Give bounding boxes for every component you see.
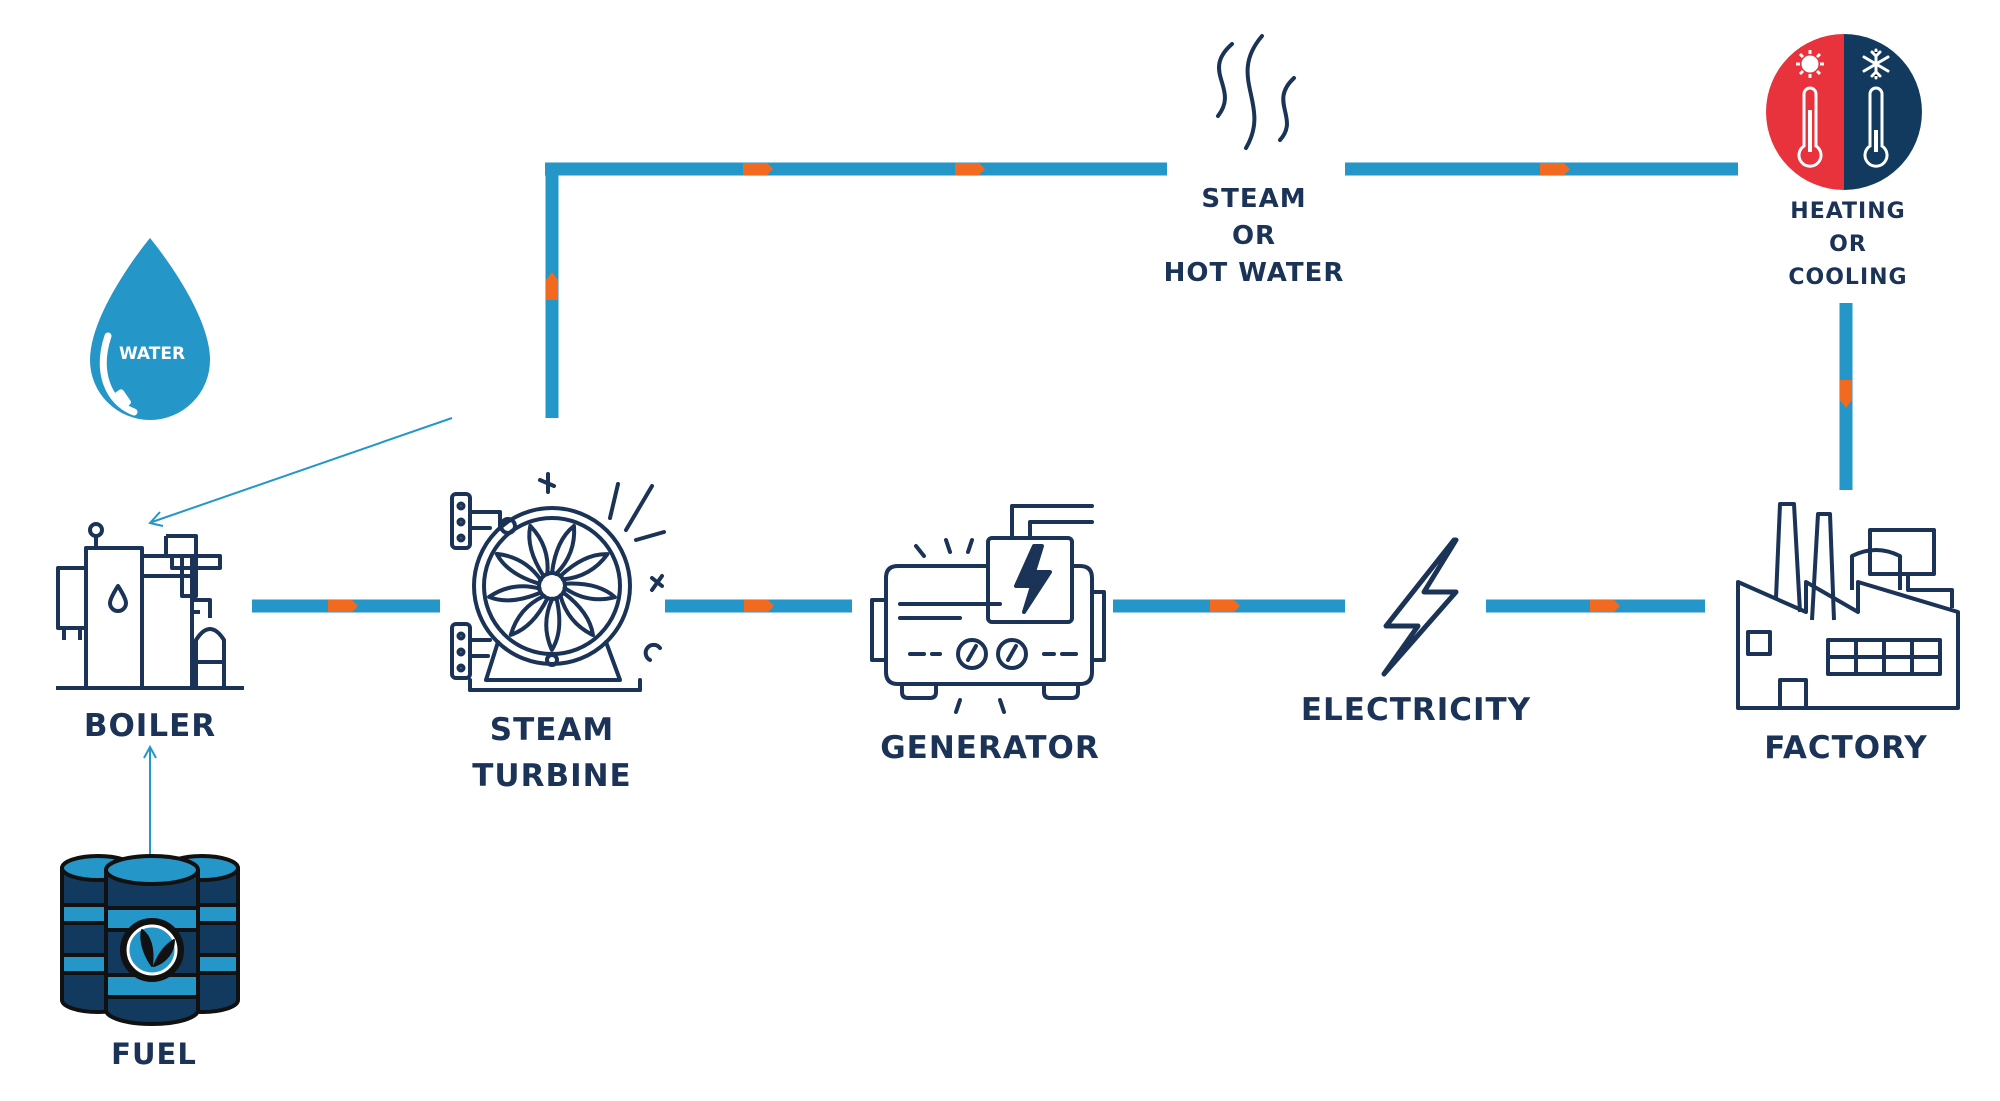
flow-arrow — [328, 600, 358, 612]
fuel-barrels-icon — [60, 854, 240, 1026]
snowflake-icon — [1862, 48, 1890, 80]
water-drop-icon: WATER — [90, 238, 210, 420]
flow-arrow — [955, 163, 985, 175]
sun-icon — [1796, 50, 1824, 78]
flow-arrow — [1590, 600, 1620, 612]
boiler-label: BOILER — [84, 708, 216, 744]
steam-waves-icon — [1216, 34, 1296, 150]
steam-turbine-label-line1: STEAM — [490, 712, 615, 748]
supply-arrows — [143, 417, 453, 855]
heating-or-cooling-line1: HEATING — [1790, 199, 1905, 224]
steam-turbine-icon — [450, 472, 666, 692]
flow-arrow — [1210, 600, 1240, 612]
heating-or-cooling-line2: OR — [1829, 232, 1867, 257]
boiler-icon — [56, 522, 244, 690]
water-label: WATER — [119, 344, 185, 364]
heating-cooling-icon — [1766, 34, 1922, 190]
factory-icon — [1736, 502, 1960, 710]
steam-or-hot-water-line1: STEAM — [1201, 184, 1306, 214]
steam-turbine-label-line2: TURBINE — [472, 758, 631, 794]
generator-label: GENERATOR — [880, 730, 1100, 766]
flow-arrow — [1840, 380, 1852, 408]
fuel-label: FUEL — [111, 1037, 197, 1071]
heating-or-cooling-line3: COOLING — [1788, 265, 1907, 290]
flow-markers — [328, 163, 1852, 612]
steam-or-hot-water-line3: HOT WATER — [1164, 258, 1345, 288]
steam-or-hot-water-line2: OR — [1232, 221, 1276, 251]
thermometer-cold-icon — [1863, 86, 1889, 168]
electricity-label: ELECTRICITY — [1301, 692, 1531, 728]
water-to-boiler-arrow — [151, 417, 453, 523]
factory-label: FACTORY — [1764, 730, 1927, 766]
flow-arrow — [743, 163, 773, 175]
generator-icon — [870, 504, 1106, 714]
thermometer-hot-icon — [1797, 86, 1823, 168]
flow-arrow — [546, 272, 558, 300]
flow-arrow — [744, 600, 774, 612]
flow-arrow — [1540, 163, 1570, 175]
lightning-bolt-icon — [1381, 537, 1459, 677]
